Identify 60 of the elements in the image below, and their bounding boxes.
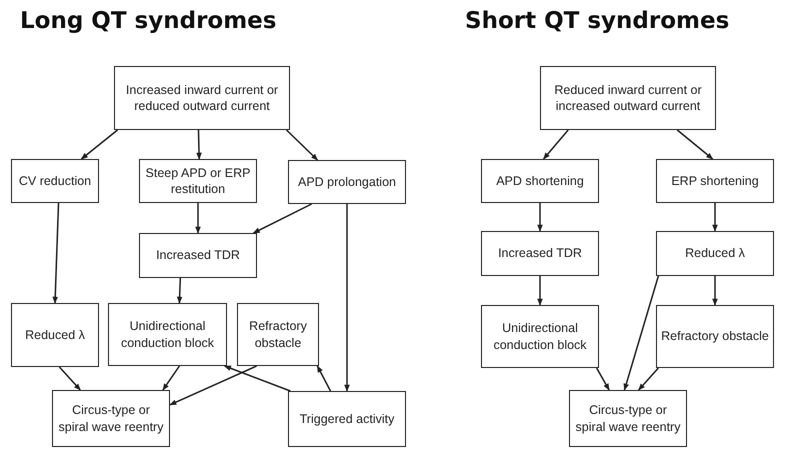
arrow (252, 203, 312, 234)
process-box (481, 305, 599, 368)
arrow (712, 276, 718, 306)
box-label: ERP shortening (671, 172, 759, 190)
box-label: Increased inward current or reduced outward current (124, 82, 280, 114)
arrow (624, 276, 660, 391)
arrow (176, 278, 182, 304)
arrow (638, 368, 659, 391)
box-label: APD shortening (496, 172, 584, 190)
arrow (58, 366, 81, 391)
process-box (656, 231, 774, 276)
process-box (540, 66, 716, 130)
arrow (224, 365, 291, 392)
process-box (288, 391, 406, 447)
arrow (712, 203, 718, 232)
arrow (52, 202, 60, 304)
process-box (288, 160, 406, 204)
process-box (108, 303, 227, 366)
arrow (162, 366, 180, 391)
arrow (537, 203, 543, 232)
box-label: Circus-type or spiral wave reentry (574, 402, 682, 435)
arrow (195, 203, 201, 234)
arrow (80, 129, 118, 160)
box-label: Refractory obstacle (661, 328, 769, 345)
process-box (11, 159, 99, 203)
arrow (196, 130, 202, 160)
box-label: Unidirectional conduction block (120, 318, 216, 351)
arrow (316, 365, 332, 392)
box-label: Reduced λ (685, 245, 745, 262)
box-label: Increased TDR (156, 247, 240, 264)
process-box (11, 303, 99, 367)
process-box (139, 233, 257, 278)
box-label: Refractory obstacle (248, 318, 308, 351)
arrow (537, 276, 543, 306)
process-box (656, 159, 774, 203)
box-label: Increased TDR (498, 245, 582, 262)
box-label: CV reduction (18, 172, 92, 190)
arrow (286, 129, 318, 161)
process-box (656, 305, 774, 368)
process-box (481, 159, 599, 203)
process-box (52, 390, 170, 447)
process-box (139, 159, 257, 203)
process-box (237, 303, 319, 366)
box-label: Reduced λ (25, 326, 85, 344)
box-label: Unidirectional conduction block (492, 320, 588, 353)
process-box (569, 390, 687, 447)
diagram-heading: Short QT syndromes (465, 8, 730, 34)
arrow (542, 130, 569, 160)
arrow (344, 204, 350, 392)
box-label: Reduced inward current or increased outward current (553, 82, 703, 114)
process-box (114, 66, 290, 130)
box-label: Triggered activity (300, 410, 394, 428)
box-label: APD prolongation (298, 174, 396, 190)
arrow (169, 365, 257, 406)
box-label: Circus-type or spiral wave reentry (58, 402, 164, 435)
diagram-heading: Long QT syndromes (20, 8, 276, 34)
box-label: Steep APD or ERP restitution (144, 164, 252, 198)
arrow (596, 368, 610, 391)
arrow (676, 129, 714, 160)
process-box (481, 231, 599, 276)
